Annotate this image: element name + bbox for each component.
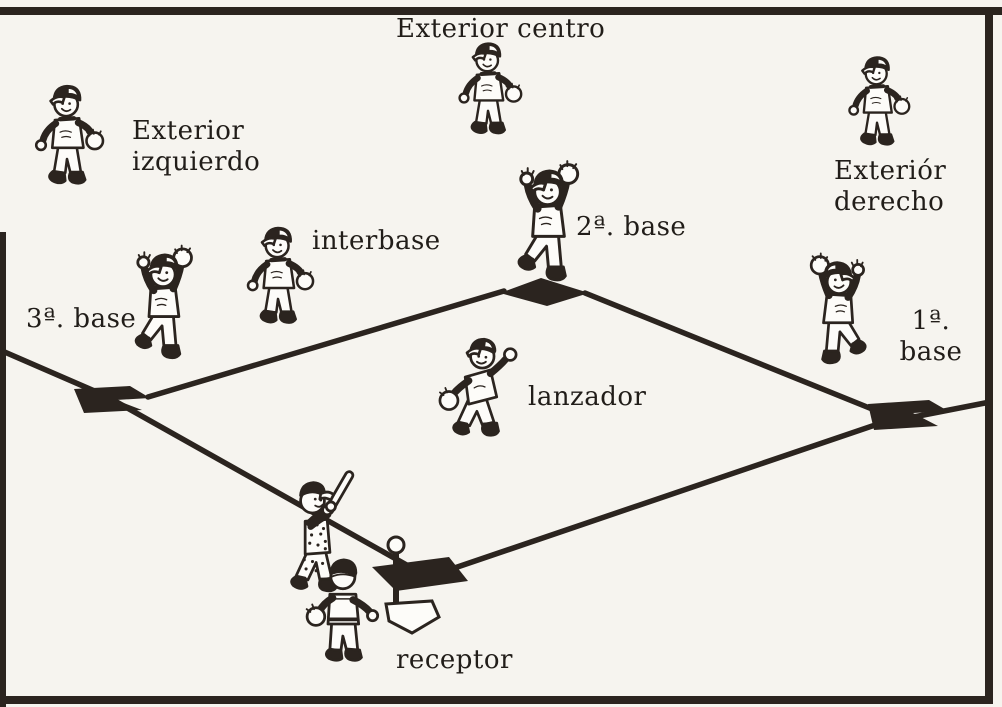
label-catcher: receptor [396, 645, 513, 675]
label-right-fielder: Exteriór derecho [834, 156, 947, 217]
catcher-figure [300, 546, 382, 663]
home-plate [384, 599, 441, 635]
first-base-marker [868, 400, 948, 430]
label-left-fielder: Exterior izquierdo [132, 116, 261, 177]
pitcher-figure [430, 332, 522, 442]
page-frame [0, 7, 1002, 707]
second-base-marker [500, 278, 589, 306]
third-to-second-line [145, 288, 507, 400]
label-second-base: 2ª. base [576, 212, 687, 242]
center-fielder-figure [452, 38, 524, 142]
label-third-base: 3ª. base [26, 304, 137, 334]
label-first-base: 1ª. base [899, 306, 963, 367]
shortstop-figure [240, 222, 316, 332]
label-pitcher: lanzador [528, 382, 647, 412]
second-to-first-line [582, 290, 875, 412]
right-fielder-figure [842, 52, 912, 153]
left-fielder-figure [28, 80, 106, 193]
third-base-marker [74, 386, 150, 413]
first-baseman-figure [795, 248, 883, 372]
batting-tee-pole [393, 550, 399, 608]
home-plate-ground [372, 557, 468, 591]
ball-on-tee [386, 535, 406, 555]
label-shortstop: interbase [312, 226, 441, 256]
label-center-fielder: Exterior centro [396, 14, 606, 44]
